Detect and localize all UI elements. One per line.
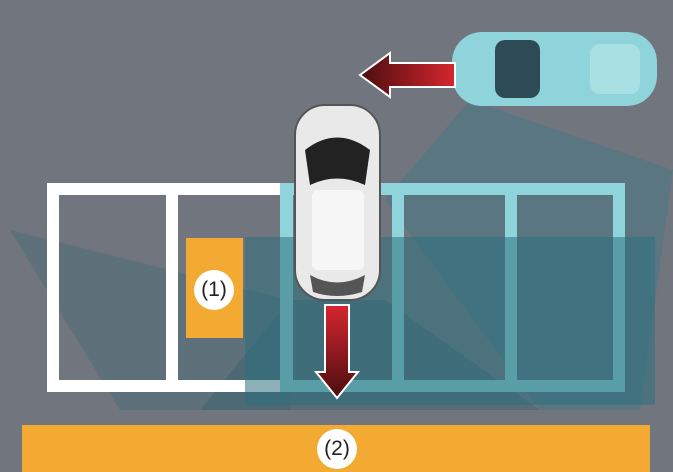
reversing-car bbox=[294, 104, 381, 301]
zone-1-label: (1) bbox=[194, 270, 234, 310]
sensor-cone-left bbox=[10, 230, 290, 410]
zone-2-label: (2) bbox=[317, 429, 357, 469]
approaching-car bbox=[452, 32, 657, 106]
arrow-down-icon bbox=[313, 304, 361, 400]
arrow-left-icon bbox=[358, 51, 456, 99]
